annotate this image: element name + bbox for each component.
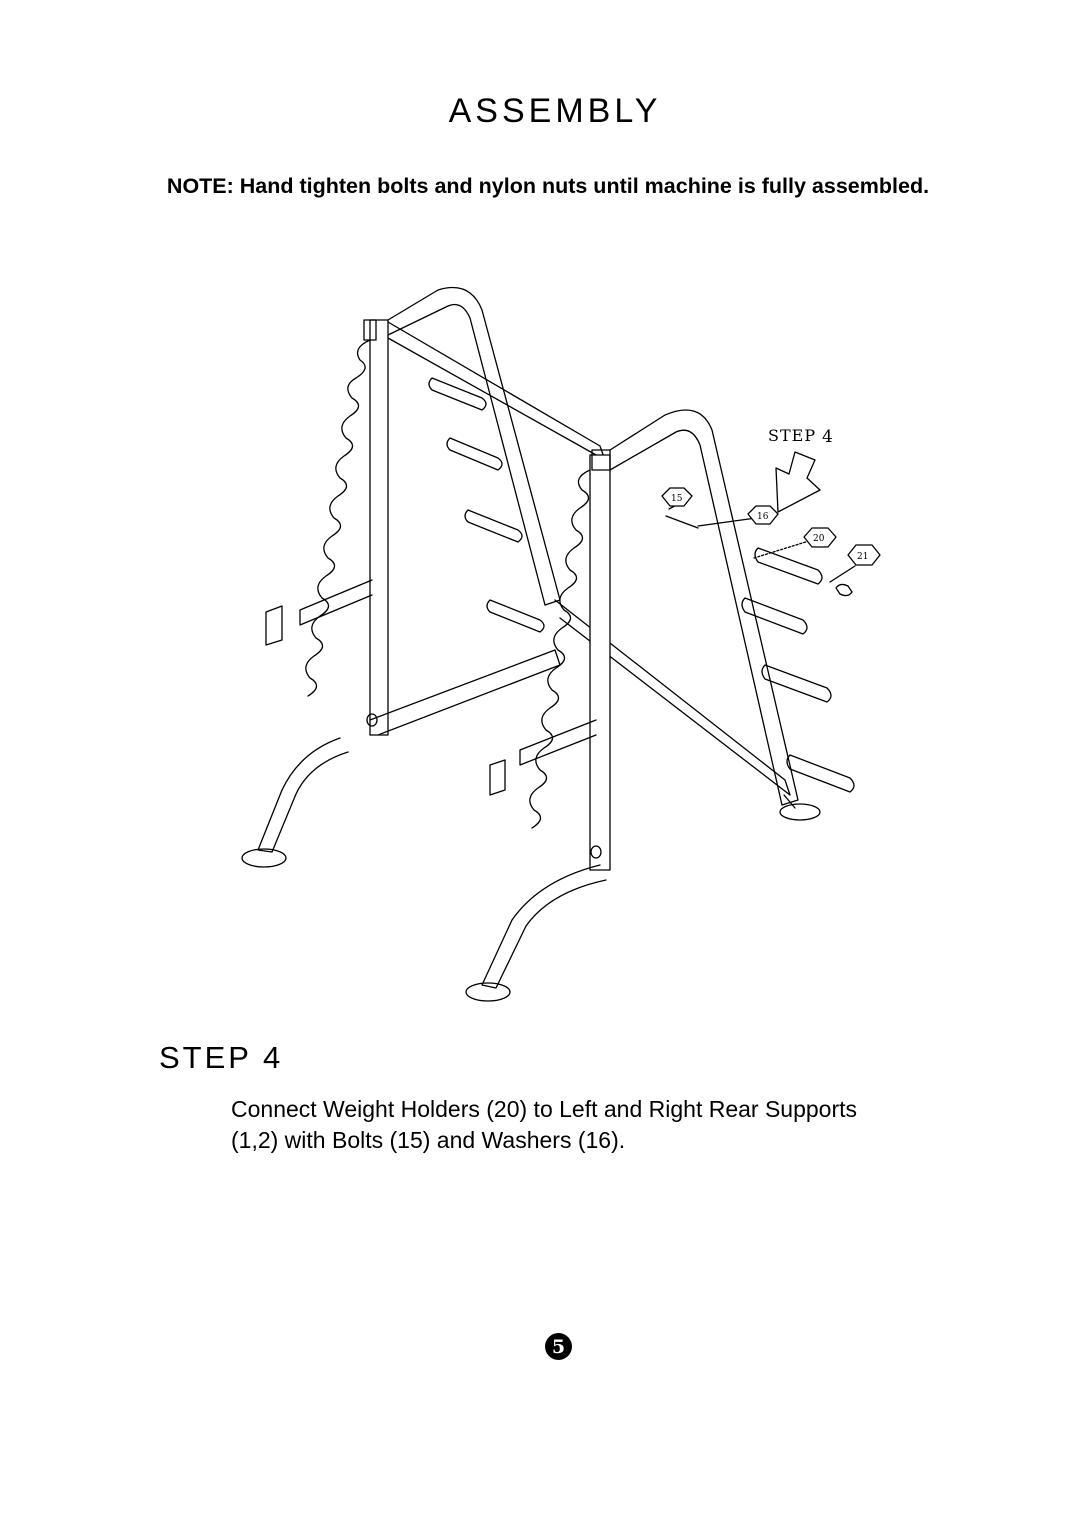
step-instruction: Connect Weight Holders (20) to Left and … (231, 1094, 971, 1156)
weight-holder-pegs (428, 377, 855, 793)
assembly-note: NOTE: Hand tighten bolts and nylon nuts … (166, 174, 930, 198)
callout-20: 20 (813, 534, 825, 544)
callout-16: 16 (757, 512, 769, 522)
page-title: ASSEMBLY (448, 92, 662, 130)
callout-15: 15 (671, 494, 683, 504)
figure-step-label: STEP (768, 426, 816, 445)
callout-21: 21 (857, 552, 868, 562)
hardware-callouts (661, 451, 881, 597)
step-title: STEP 4 (159, 1040, 284, 1075)
rear-frame (265, 286, 791, 796)
base-legs (241, 713, 821, 1002)
assembly-diagram: STEP 4 15 16 20 21 (241, 286, 881, 1002)
instruction-line-2: (1,2) with Bolts (15) and Washers (16). (231, 1127, 626, 1153)
figure-step-number: 4 (822, 427, 833, 447)
page-number-badge: 5 (545, 1333, 572, 1360)
instruction-line-1: Connect Weight Holders (20) to Left and … (231, 1096, 858, 1122)
front-frame (489, 409, 799, 871)
